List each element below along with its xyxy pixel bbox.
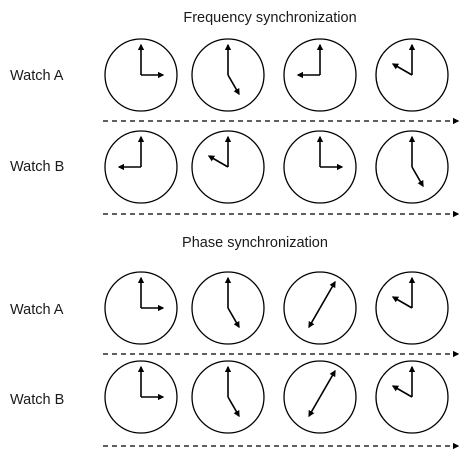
clock-hour-hand: [227, 307, 240, 329]
clock-hour-hand: [308, 307, 321, 329]
clock: [375, 38, 449, 112]
clock: [191, 271, 265, 345]
clock: [375, 271, 449, 345]
row-label-phase-watch-b: Watch B: [10, 392, 64, 408]
clock: [191, 38, 265, 112]
clock: [283, 38, 357, 112]
clock-hour-hand: [227, 396, 240, 418]
clock: [283, 130, 357, 204]
clock: [283, 360, 357, 434]
clock: [104, 360, 178, 434]
clock-hour-hand: [391, 385, 413, 398]
clock-hour-hand: [227, 74, 240, 96]
clock-hour-hand: [391, 296, 413, 309]
row-label-frequency-watch-b: Watch B: [10, 159, 64, 175]
clock: [283, 271, 357, 345]
clock: [375, 130, 449, 204]
clock-minute-hand: [319, 280, 336, 309]
clock-minute-hand: [319, 369, 336, 398]
row-label-frequency-watch-a: Watch A: [10, 68, 64, 84]
clock: [104, 130, 178, 204]
clock: [375, 360, 449, 434]
clock: [191, 360, 265, 434]
clock: [104, 271, 178, 345]
section-title-phase: Phase synchronization: [182, 235, 328, 251]
clock: [104, 38, 178, 112]
clock-hour-hand: [308, 396, 321, 418]
clock-hour-hand: [411, 166, 424, 188]
clock: [191, 130, 265, 204]
clock-hour-hand: [391, 63, 413, 76]
row-label-phase-watch-a: Watch A: [10, 302, 64, 318]
clock-hour-hand: [207, 155, 229, 168]
section-title-frequency: Frequency synchronization: [183, 10, 356, 26]
clock-faces: [104, 38, 449, 434]
